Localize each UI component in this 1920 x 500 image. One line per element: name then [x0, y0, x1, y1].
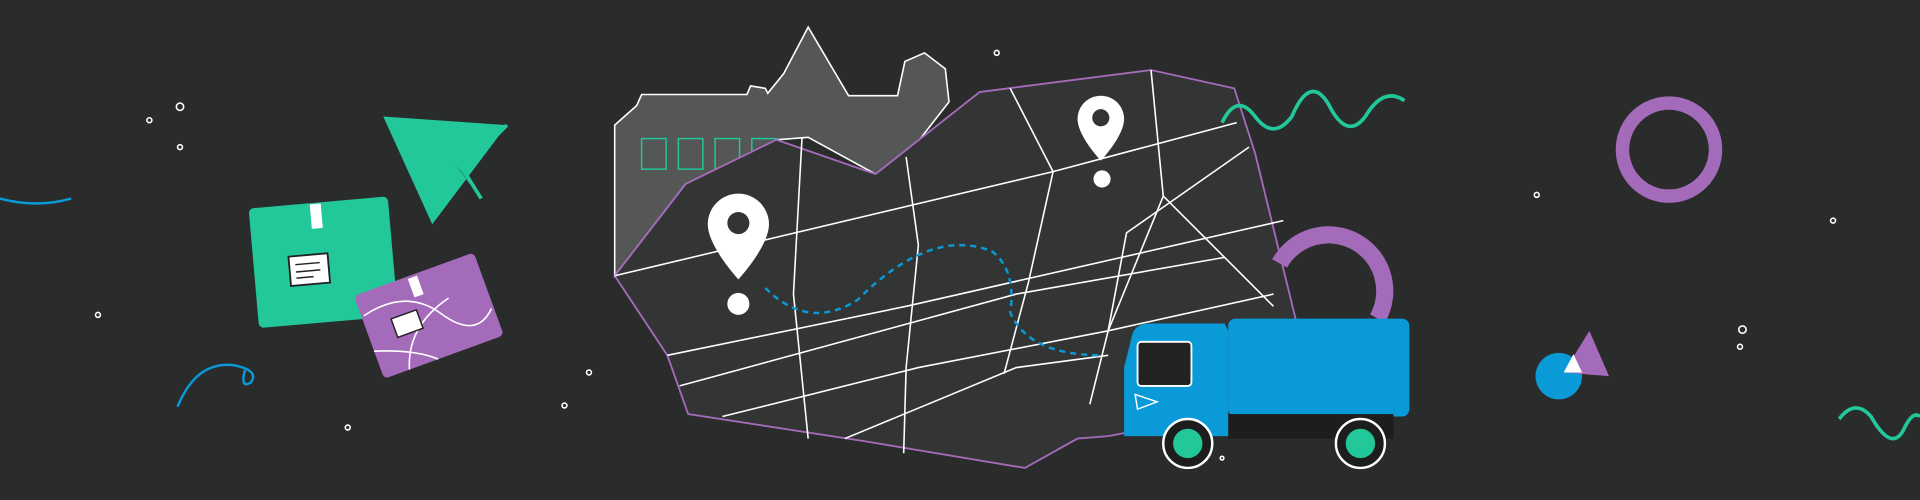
squiggle-line: [1220, 89, 1406, 131]
route-line: [764, 243, 1103, 357]
sparkle-dots: [94, 49, 1837, 461]
ring-shape: [1615, 96, 1723, 203]
triangle-shape: [1563, 354, 1583, 373]
paper-plane-icon: [383, 116, 509, 225]
ring-shape: [1272, 226, 1394, 323]
package-icon: [355, 253, 503, 378]
map-pin-icon: [707, 193, 769, 315]
map-pin-icon: [1077, 95, 1125, 188]
squiggle-line: [1837, 406, 1920, 441]
delivery-truck-icon: [1124, 318, 1410, 470]
building-silhouette: [613, 25, 950, 279]
squiggle-line: [176, 363, 255, 408]
squiggle-line: [0, 197, 72, 205]
